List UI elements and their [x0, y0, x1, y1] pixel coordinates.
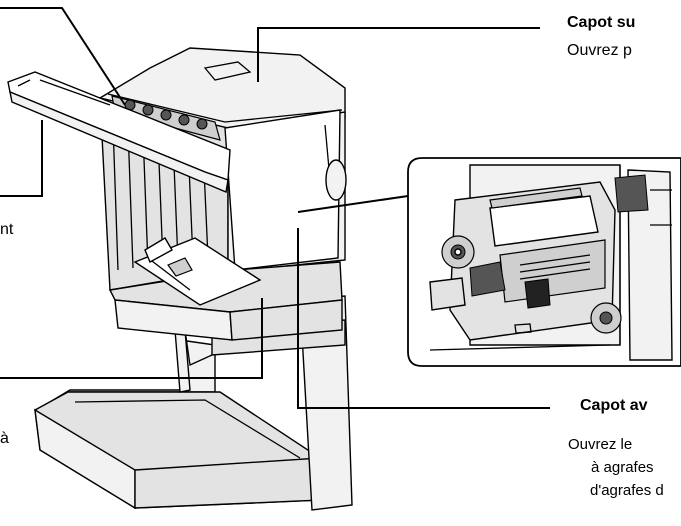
front-cover-text-2: à agrafes — [591, 459, 654, 476]
front-cover-text-1: Ouvrez le — [568, 436, 633, 453]
left-partial-label-2: à — [0, 430, 9, 447]
staple-unit-detail — [407, 157, 681, 367]
leader-lines — [0, 7, 550, 409]
front-cover-title: Capot av — [580, 397, 648, 414]
front-cover-text-3: d'agrafes d — [590, 482, 664, 499]
top-cover-text: Ouvrez p — [567, 42, 632, 59]
exit-tray — [7, 71, 231, 193]
finisher-body — [98, 47, 347, 341]
top-cover-title: Capot su — [567, 14, 636, 31]
left-partial-label-1: nt — [0, 221, 14, 238]
